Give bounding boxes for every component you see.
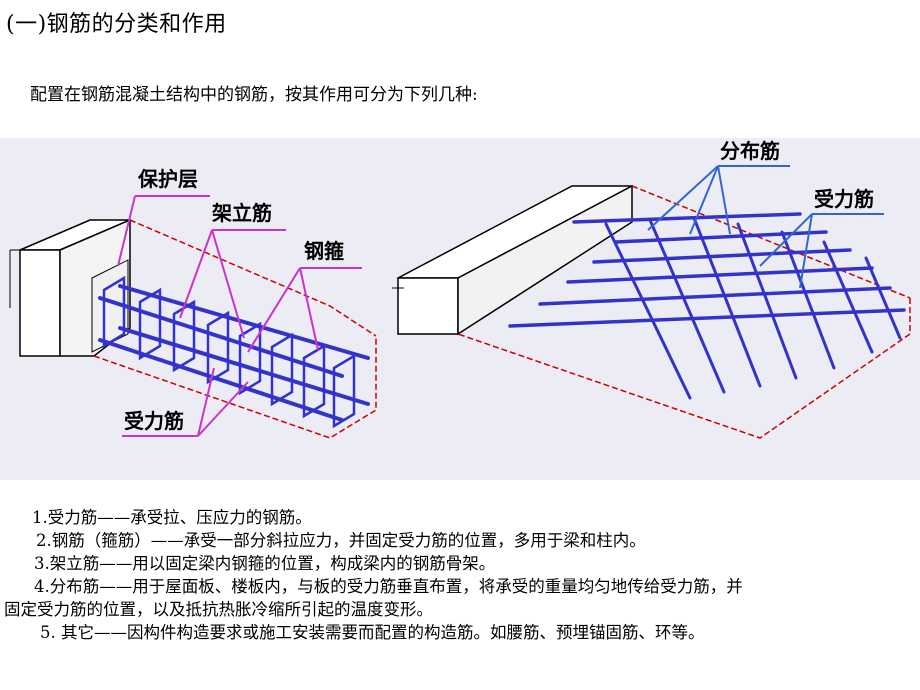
desc-main-bar: 1.受力筋——承受拉、压应力的钢筋。 (32, 508, 312, 527)
label-slab-main-bar: 受力筋 (814, 187, 874, 211)
label-erection-bar: 架立筋 (212, 201, 272, 225)
desc-distribution-bar-cont: 固定受力筋的位置，以及抵抗热胀冷缩所引起的温度变形。 (4, 600, 433, 619)
desc-stirrup: 2.钢筋（箍筋）——承受一部分斜拉应力，并固定受力筋的位置，多用于梁和柱内。 (36, 531, 646, 550)
desc-other: 5. 其它——因构件构造要求或施工安装需要而配置的构造筋。如腰筋、预埋锚固筋、环… (40, 623, 705, 642)
beam-illustration: 保护层 架立筋 钢箍 受力筋 (9, 167, 377, 439)
intro-text: 配置在钢筋混凝土结构中的钢筋，按其作用可分为下列几种: (30, 85, 478, 105)
label-cover: 保护层 (137, 167, 198, 191)
rebar-diagram: 保护层 架立筋 钢箍 受力筋 (0, 138, 920, 480)
label-beam-main-bar: 受力筋 (124, 409, 184, 433)
label-distribution-bar: 分布筋 (720, 139, 780, 163)
description-list: 1.受力筋——承受拉、压应力的钢筋。 2.钢筋（箍筋）——承受一部分斜拉应力，并… (0, 506, 920, 644)
label-stirrup: 钢箍 (304, 239, 344, 263)
desc-erection-bar: 3.架立筋——用以固定梁内钢箍的位置，构成梁内的钢筋骨架。 (34, 554, 496, 573)
desc-distribution-bar: 4.分布筋——用于屋面板、楼板内，与板的受力筋垂直布置，将承受的重量均匀地传给受… (34, 577, 743, 596)
page-title: (一)钢筋的分类和作用 (6, 12, 227, 37)
slab-illustration: 分布筋 受力筋 (392, 139, 911, 439)
